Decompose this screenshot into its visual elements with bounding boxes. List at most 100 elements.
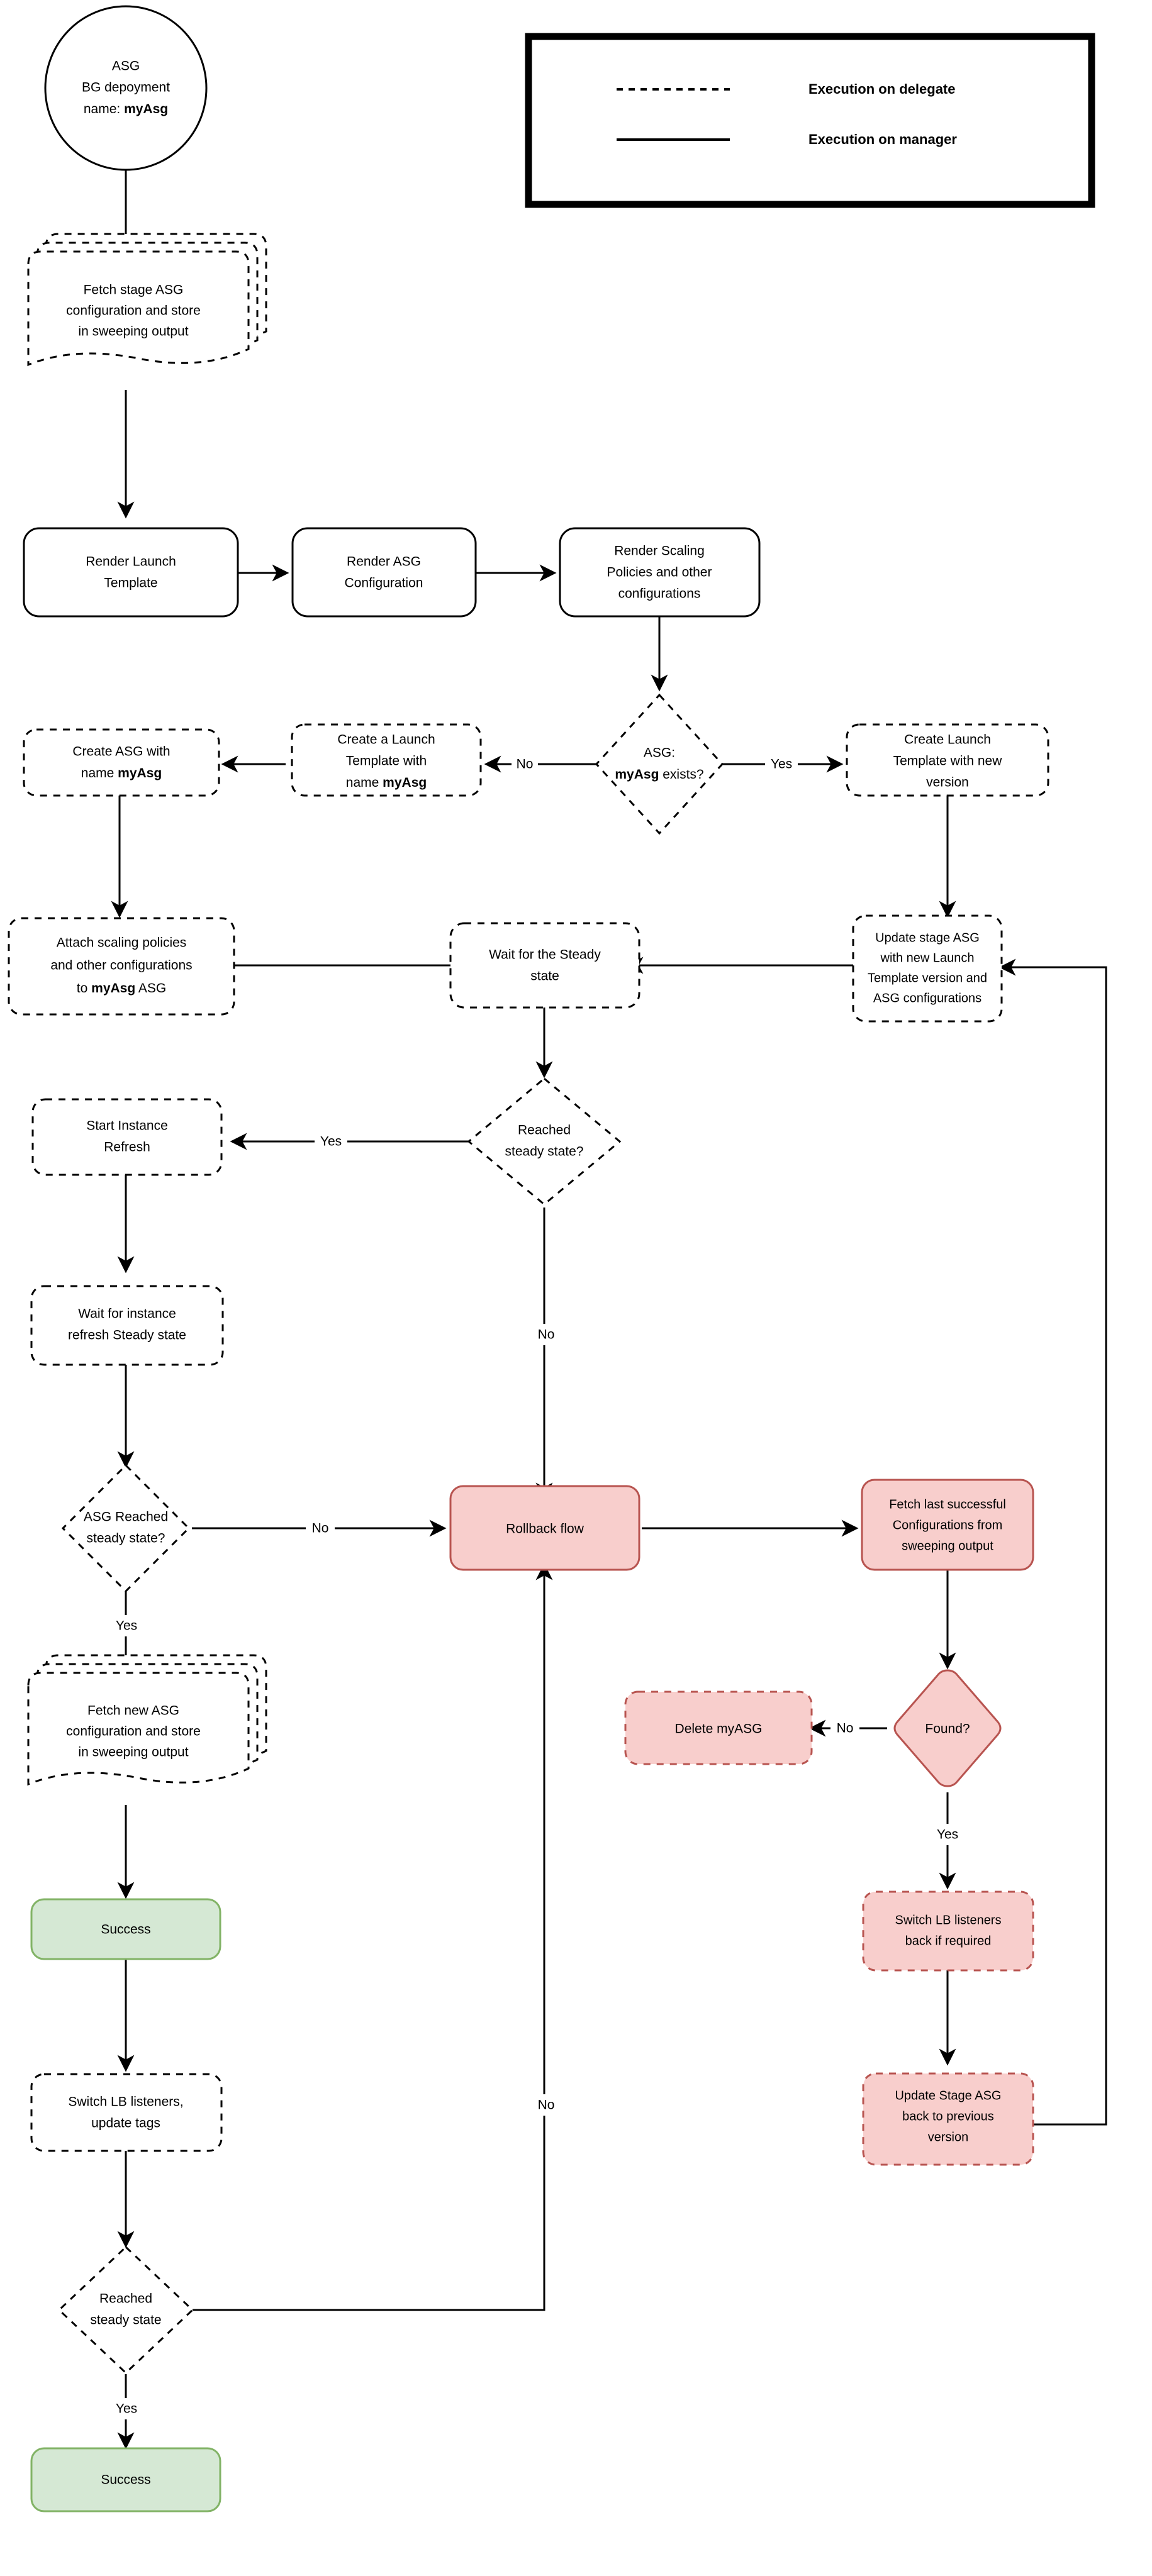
render-asg-line-1: Render ASG	[347, 555, 421, 569]
edge-label-no-2: No	[538, 1328, 555, 1342]
node-create-asg-myasg[interactable]: Create ASG with name myAsg	[23, 728, 220, 797]
node-render-asg-configuration[interactable]: Render ASG Configuration	[291, 527, 477, 618]
edge-label-yes-1: Yes	[771, 757, 792, 772]
fetch-last-line-1: Fetch last successful	[889, 1497, 1006, 1511]
edge-reached-final-no	[193, 1563, 553, 2311]
success-1-label: Success	[101, 1923, 150, 1937]
start-line-3-bold: myAsg	[124, 102, 168, 116]
start-line-1: ASG	[112, 59, 140, 74]
update-back-line-3: version	[928, 2130, 968, 2144]
asg-reached-line-1: ASG Reached	[84, 1510, 168, 1524]
edge-label-no-3: No	[312, 1521, 329, 1536]
update-stage-line-4: ASG configurations	[873, 991, 981, 1005]
node-start-instance-refresh[interactable]: Start Instance Refresh	[31, 1098, 223, 1176]
fetch-new-line-1: Fetch new ASG	[87, 1704, 179, 1718]
switch-lb-line-2: update tags	[91, 2116, 160, 2131]
create-lt-new-line-3: version	[926, 775, 969, 790]
create-lt-myasg-bold: myAsg	[383, 775, 427, 790]
create-lt-myasg-line-1: Create a Launch	[337, 733, 435, 747]
fetch-stage-line-3: in sweeping output	[78, 325, 188, 339]
edge-label-yes-4b: Yes	[116, 1619, 137, 1633]
node-found-decision[interactable]: Found?	[893, 1669, 1002, 1787]
node-create-launch-template-myasg[interactable]: Create a Launch Template with name myAsg	[291, 723, 482, 797]
asg-exists-rest: exists?	[659, 767, 703, 782]
fetch-new-line-2: configuration and store	[66, 1724, 201, 1739]
node-render-scaling-policies[interactable]: Render Scaling Policies and other config…	[559, 527, 761, 618]
render-scaling-line-3: configurations	[618, 587, 701, 601]
success-2-label: Success	[101, 2473, 150, 2487]
node-start[interactable]: ASG BG depoyment name: myAsg	[44, 5, 208, 171]
update-stage-line-3: Template version and	[868, 971, 987, 985]
node-attach-scaling-policies[interactable]: Attach scaling policies and other config…	[8, 917, 235, 1016]
node-success-2[interactable]: Success	[30, 2447, 221, 2512]
update-stage-line-1: Update stage ASG	[875, 931, 980, 945]
node-rollback-flow[interactable]: Rollback flow	[449, 1485, 640, 1571]
render-lt-line-1: Render Launch	[86, 555, 176, 569]
node-render-launch-template[interactable]: Render Launch Template	[23, 527, 239, 618]
edge-label-yes-4: Yes	[116, 2402, 137, 2416]
switch-lb-line-1: Switch LB listeners,	[68, 2095, 183, 2109]
start-line-3: name: myAsg	[84, 102, 168, 116]
node-reached-steady-state-final-decision[interactable]: Reached steady state	[57, 2245, 194, 2375]
reached-final-line-2: steady state	[90, 2313, 161, 2328]
node-update-stage-asg-back[interactable]: Update Stage ASG back to previous versio…	[862, 2072, 1034, 2166]
switch-back-line-2: back if required	[905, 1934, 992, 1948]
attach-scaling-prefix: to	[77, 981, 91, 996]
edge-update-back-loop	[998, 958, 1107, 2126]
render-scaling-line-1: Render Scaling	[614, 544, 705, 558]
node-wait-instance-refresh[interactable]: Wait for instance refresh Steady state	[30, 1285, 224, 1366]
start-line-3-prefix: name:	[84, 102, 124, 116]
node-switch-lb-listeners-back[interactable]: Switch LB listeners back if required	[862, 1890, 1034, 1972]
update-back-line-2: back to previous	[902, 2109, 994, 2123]
attach-scaling-bold: myAsg	[91, 981, 135, 996]
fetch-stage-line-1: Fetch stage ASG	[84, 283, 184, 297]
update-back-line-1: Update Stage ASG	[895, 2089, 1001, 2102]
edge-label-no-1: No	[517, 757, 534, 772]
rollback-flow-label: Rollback flow	[506, 1522, 584, 1536]
node-update-stage-asg[interactable]: Update stage ASG with new Launch Templat…	[852, 914, 1003, 1023]
delete-myasg-label: Delete myASG	[675, 1722, 763, 1736]
attach-scaling-line-1: Attach scaling policies	[57, 936, 187, 950]
node-delete-myasg[interactable]: Delete myASG	[624, 1690, 813, 1765]
render-asg-line-2: Configuration	[345, 576, 423, 591]
update-stage-line-2: with new Launch	[880, 951, 975, 965]
legend-label-delegate: Execution on delegate	[808, 81, 956, 97]
node-fetch-last-successful-configurations[interactable]: Fetch last successful Configurations fro…	[861, 1479, 1034, 1571]
node-fetch-new-asg[interactable]: Fetch new ASG configuration and store in…	[27, 1654, 267, 1786]
create-asg-bold: myAsg	[118, 766, 162, 780]
start-line-2: BG depoyment	[82, 80, 170, 95]
legend-box: Execution on delegate Execution on manag…	[525, 33, 1095, 208]
fetch-last-line-3: sweeping output	[902, 1539, 993, 1553]
render-scaling-line-2: Policies and other	[607, 565, 712, 580]
create-asg-prefix: name	[81, 766, 118, 780]
reached-steady-line-2: steady state?	[505, 1145, 584, 1159]
node-switch-lb-listeners[interactable]: Switch LB listeners, update tags	[30, 2073, 223, 2152]
create-lt-myasg-prefix: name	[346, 775, 383, 790]
asg-reached-line-2: steady state?	[87, 1531, 165, 1546]
fetch-stage-line-2: configuration and store	[66, 304, 201, 318]
asg-exists-bold: myAsg	[615, 767, 659, 782]
create-asg-line-2: name myAsg	[81, 766, 162, 780]
wait-steady-line-2: state	[530, 969, 559, 984]
reached-final-line-1: Reached	[99, 2292, 152, 2306]
node-success-1[interactable]: Success	[30, 1898, 221, 1960]
attach-scaling-suffix: ASG	[135, 981, 166, 996]
wait-steady-line-1: Wait for the Steady	[489, 948, 601, 962]
wait-refresh-line-2: refresh Steady state	[68, 1328, 186, 1343]
node-fetch-stage-asg[interactable]: Fetch stage ASG configuration and store …	[27, 233, 267, 367]
node-asg-exists-decision[interactable]: ASG: myAsg exists?	[595, 693, 724, 835]
node-create-launch-template-new-version[interactable]: Create Launch Template with new version	[846, 723, 1049, 797]
edge-label-no-4: No	[837, 1721, 854, 1736]
edge-labels: No Yes Yes No No No Yes Yes No Yes	[110, 753, 964, 2419]
node-wait-for-steady-state[interactable]: Wait for the Steady state	[449, 922, 640, 1009]
start-refresh-line-2: Refresh	[104, 1140, 150, 1155]
create-lt-new-line-1: Create Launch	[904, 733, 991, 747]
wait-refresh-line-1: Wait for instance	[78, 1307, 176, 1321]
node-reached-steady-state-decision[interactable]: Reached steady state?	[467, 1077, 622, 1206]
create-lt-myasg-line-3: name myAsg	[346, 775, 427, 790]
reached-steady-line-1: Reached	[518, 1123, 571, 1138]
asg-exists-line-2: myAsg exists?	[615, 767, 703, 782]
node-asg-reached-steady-state-decision[interactable]: ASG Reached steady state?	[61, 1463, 191, 1593]
